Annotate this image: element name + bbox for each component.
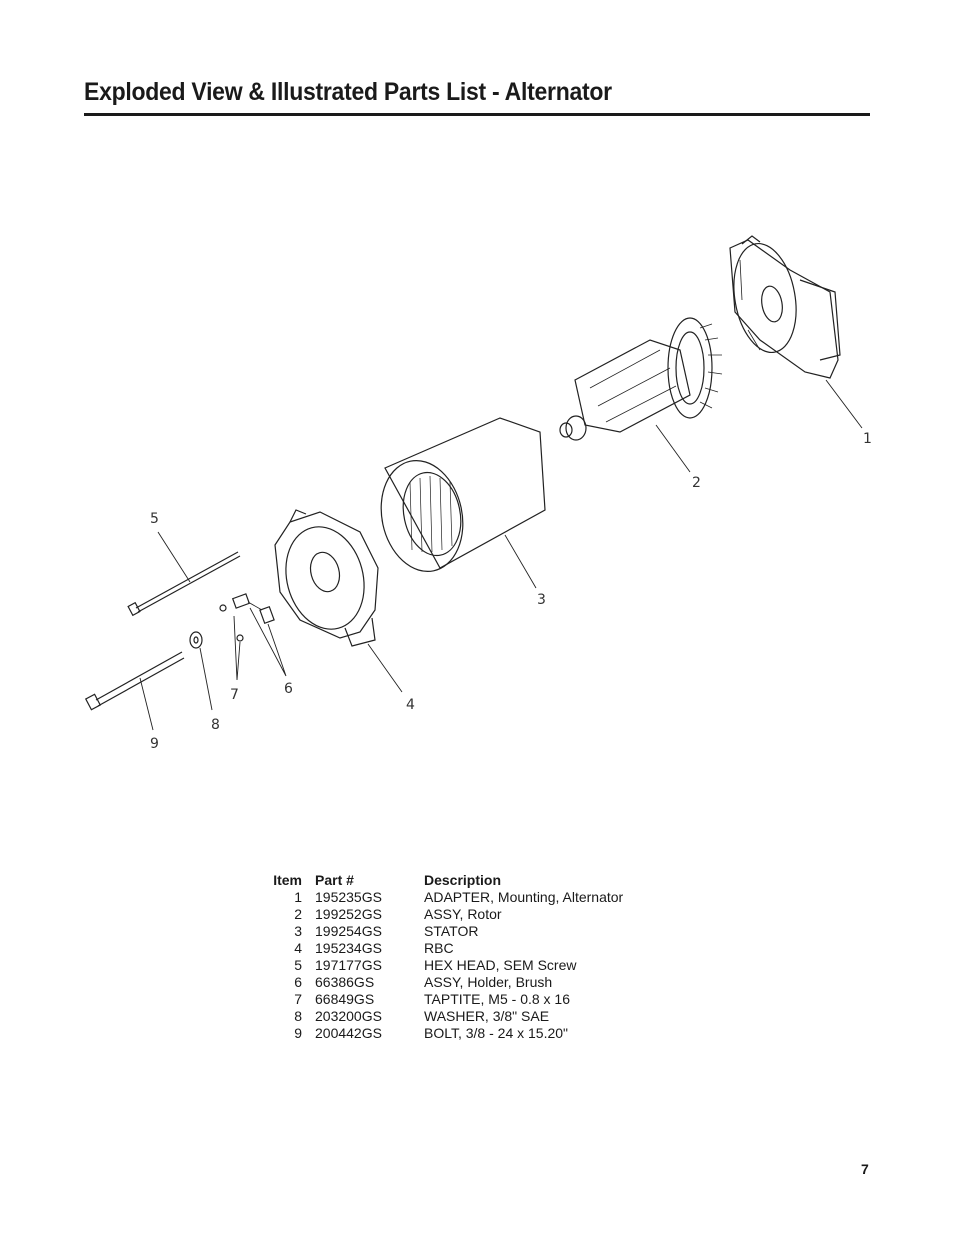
part-washer: [189, 631, 203, 649]
cell-item: 6: [294, 974, 302, 990]
callout-3: 3: [537, 592, 546, 608]
callout-9: 9: [150, 736, 159, 752]
cell-description: ADAPTER, Mounting, Alternator: [424, 889, 624, 905]
cell-description: TAPTITE, M5 - 0.8 x 16: [424, 991, 571, 1007]
cell-item: 3: [294, 923, 302, 939]
part-bolt: [84, 651, 185, 711]
leader-lines: [139, 379, 863, 731]
part-taptite-screws: [219, 604, 244, 642]
part-hex-head-screw: [127, 551, 241, 617]
table-row: 2 199252GS ASSY, Rotor: [268, 906, 684, 923]
part-rbc: [274, 509, 379, 647]
callout-8: 8: [211, 717, 220, 733]
cell-item: 9: [294, 1025, 302, 1041]
cell-description: ASSY, Rotor: [424, 906, 502, 922]
cell-part-number: 195234GS: [315, 940, 382, 956]
cell-description: STATOR: [424, 923, 479, 939]
cell-part-number: 197177GS: [315, 957, 382, 973]
table-row: 4 195234GS RBC: [268, 940, 684, 957]
callout-2: 2: [692, 475, 701, 491]
cell-item: 2: [294, 906, 302, 922]
table-row: 7 66849GS TAPTITE, M5 - 0.8 x 16: [268, 991, 684, 1008]
cell-part-number: 66849GS: [315, 991, 375, 1007]
table-row: 5 197177GS HEX HEAD, SEM Screw: [268, 957, 684, 974]
part-adapter-mounting: [729, 235, 841, 379]
callout-5: 5: [150, 511, 159, 527]
parts-list-table: Item Part # Description 1 195235GS ADAPT…: [268, 872, 684, 1042]
cell-description: BOLT, 3/8 - 24 x 15.20": [424, 1025, 569, 1041]
table-row: 9 200442GS BOLT, 3/8 - 24 x 15.20": [268, 1025, 684, 1042]
header-item: Item: [273, 872, 302, 888]
cell-part-number: 199252GS: [315, 906, 382, 922]
part-rotor-assembly: [559, 317, 723, 441]
cell-description: RBC: [424, 940, 454, 956]
title-rule: [84, 113, 870, 116]
cell-item: 5: [294, 957, 302, 973]
cell-part-number: 200442GS: [315, 1025, 382, 1041]
callout-1: 1: [863, 431, 872, 447]
page-number: 7: [861, 1161, 869, 1177]
header-description: Description: [424, 872, 502, 888]
part-brush-holder: [231, 593, 275, 625]
cell-description: ASSY, Holder, Brush: [424, 974, 553, 990]
cell-part-number: 66386GS: [315, 974, 375, 990]
header-part-number: Part #: [315, 872, 354, 888]
callout-6: 6: [284, 681, 293, 697]
table-row: 1 195235GS ADAPTER, Mounting, Alternator: [268, 889, 684, 906]
table-row: 3 199254GS STATOR: [268, 923, 684, 940]
table-row: 8 203200GS WASHER, 3/8" SAE: [268, 1008, 684, 1025]
exploded-view-diagram: 1 2 3 4 5 6 7 8 9: [0, 200, 954, 800]
table-row: 6 66386GS ASSY, Holder, Brush: [268, 974, 684, 991]
cell-item: 1: [294, 889, 302, 905]
part-stator: [380, 417, 546, 573]
page-title: Exploded View & Illustrated Parts List -…: [84, 78, 612, 106]
cell-item: 8: [294, 1008, 302, 1024]
table-header-row: Item Part # Description: [268, 872, 684, 889]
cell-part-number: 199254GS: [315, 923, 382, 939]
callout-labels: 1 2 3 4 5 6 7 8 9: [150, 431, 872, 752]
cell-item: 7: [294, 991, 302, 1007]
cell-part-number: 195235GS: [315, 889, 382, 905]
callout-4: 4: [406, 697, 415, 713]
callout-7: 7: [230, 687, 239, 703]
cell-item: 4: [294, 940, 302, 956]
cell-description: WASHER, 3/8" SAE: [424, 1008, 550, 1024]
cell-part-number: 203200GS: [315, 1008, 382, 1024]
cell-description: HEX HEAD, SEM Screw: [424, 957, 577, 973]
